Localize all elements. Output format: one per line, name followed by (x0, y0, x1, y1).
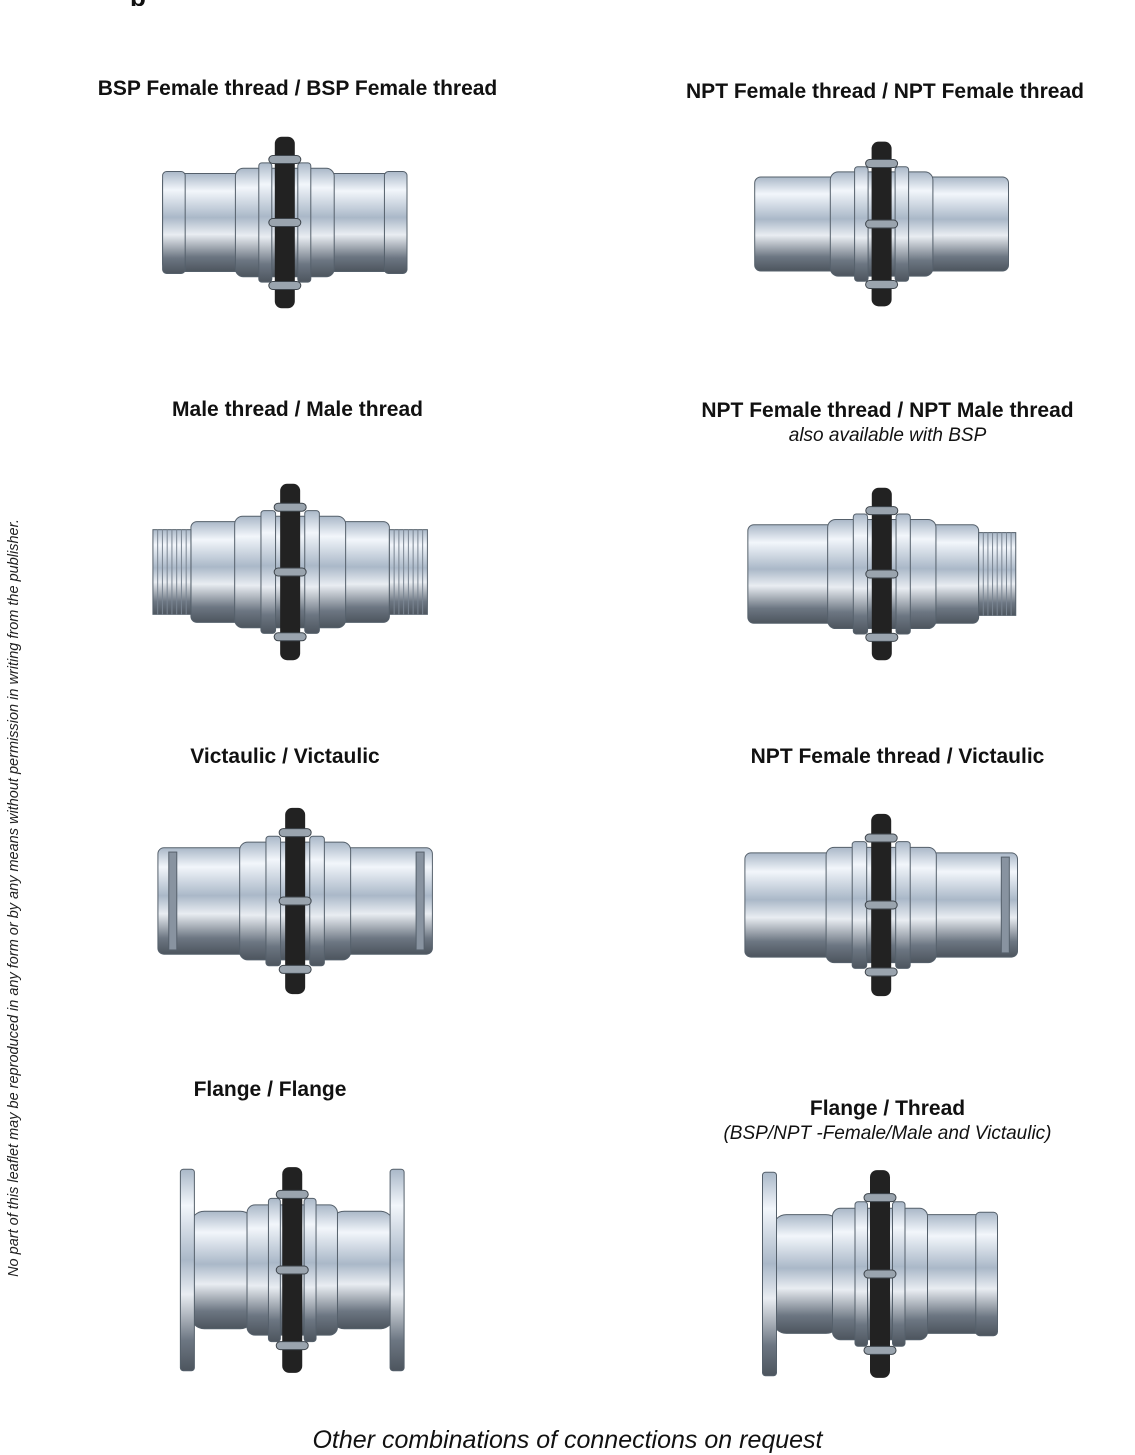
bolt (273, 632, 307, 642)
bolt (865, 219, 899, 229)
fitting-image-5 (157, 807, 433, 995)
right-end-groove-groove (1000, 856, 1010, 954)
item-victaulic-victaulic: Victaulic / Victaulic (60, 744, 510, 770)
collar-right (304, 510, 320, 634)
bolt (268, 155, 302, 164)
item-flange-flange: Flange / Flange (60, 1077, 480, 1103)
bolt (863, 1269, 897, 1279)
bolt (865, 279, 899, 289)
bolt (278, 828, 312, 838)
bolt (275, 1265, 309, 1275)
left-end-hex-hex (162, 171, 186, 274)
bolt (863, 1345, 897, 1355)
item-label: Male thread / Male thread (172, 398, 423, 421)
bolt (864, 833, 898, 843)
collar-left (851, 841, 868, 969)
bolt (273, 502, 307, 512)
bolt (865, 159, 899, 169)
right-end-plain-body (924, 176, 1009, 272)
collar-right (309, 835, 325, 967)
left-end-flange-body (772, 1214, 841, 1334)
left-end-groove-groove (168, 851, 178, 951)
item-npt-female-npt-female: NPT Female thread / NPT Female thread (650, 79, 1120, 105)
item-label: Victaulic / Victaulic (190, 745, 380, 768)
left-end-plain-body (754, 176, 839, 272)
bolt (268, 281, 302, 290)
bolt (278, 964, 312, 974)
item-male-male: Male thread / Male thread (60, 397, 535, 423)
item-flange-thread: Flange / Thread (BSP/NPT -Female/Male an… (650, 1096, 1125, 1146)
fitting-image-8 (762, 1170, 999, 1378)
fitting-image-3 (152, 483, 428, 661)
bolt (863, 1193, 897, 1203)
collar-left (265, 835, 282, 967)
right-end-flange-body (329, 1210, 395, 1330)
collar-left (260, 510, 277, 634)
left-end-flange-flange (762, 1171, 777, 1377)
item-sublabel: also available with BSP (788, 425, 987, 446)
right-end-hex-hex (383, 171, 408, 274)
bolt (275, 1189, 309, 1199)
item-bsp-female-bsp-female: BSP Female thread / BSP Female thread (60, 76, 535, 102)
left-end-flange-body (189, 1210, 255, 1330)
bolt (865, 632, 899, 642)
page-title-fragment: p (130, 0, 170, 6)
bolt (278, 896, 312, 906)
item-npt-female-npt-male: NPT Female thread / NPT Male thread also… (650, 398, 1125, 448)
left-end-plain-body (747, 524, 837, 624)
fitting-image-2 (754, 141, 1009, 307)
bolt (268, 218, 302, 227)
item-label: NPT Female thread / NPT Male thread (701, 399, 1074, 422)
item-label: NPT Female thread / Victaulic (750, 745, 1045, 768)
copyright-note: No part of this leaflet may be reproduce… (6, 519, 22, 1277)
bolt (864, 967, 898, 977)
right-end-flange-flange (389, 1168, 405, 1372)
item-sublabel: (BSP/NPT -Female/Male and Victaulic) (723, 1123, 1052, 1144)
bolt (865, 569, 899, 579)
right-end-groove-groove (415, 851, 425, 951)
left-end-plain-body (744, 852, 836, 958)
bolt (273, 567, 307, 577)
fitting-image-7 (179, 1167, 405, 1373)
bolt (864, 900, 898, 910)
fitting-image-1 (162, 136, 408, 309)
item-npt-female-victaulic: NPT Female thread / Victaulic (660, 744, 1135, 770)
item-label: Flange / Thread (809, 1097, 966, 1120)
footer-note: Other combinations of connections on req… (312, 1426, 823, 1454)
item-label: Flange / Flange (193, 1078, 347, 1101)
fitting-image-4 (747, 487, 1017, 661)
right-end-hex-hex (975, 1211, 999, 1337)
fitting-image-6 (744, 813, 1019, 997)
bolt (865, 506, 899, 516)
item-label: BSP Female thread / BSP Female thread (97, 77, 498, 100)
bolt (275, 1341, 309, 1351)
item-label: NPT Female thread / NPT Female thread (686, 80, 1084, 103)
collar-right (895, 841, 911, 969)
left-end-flange-flange (179, 1168, 195, 1372)
